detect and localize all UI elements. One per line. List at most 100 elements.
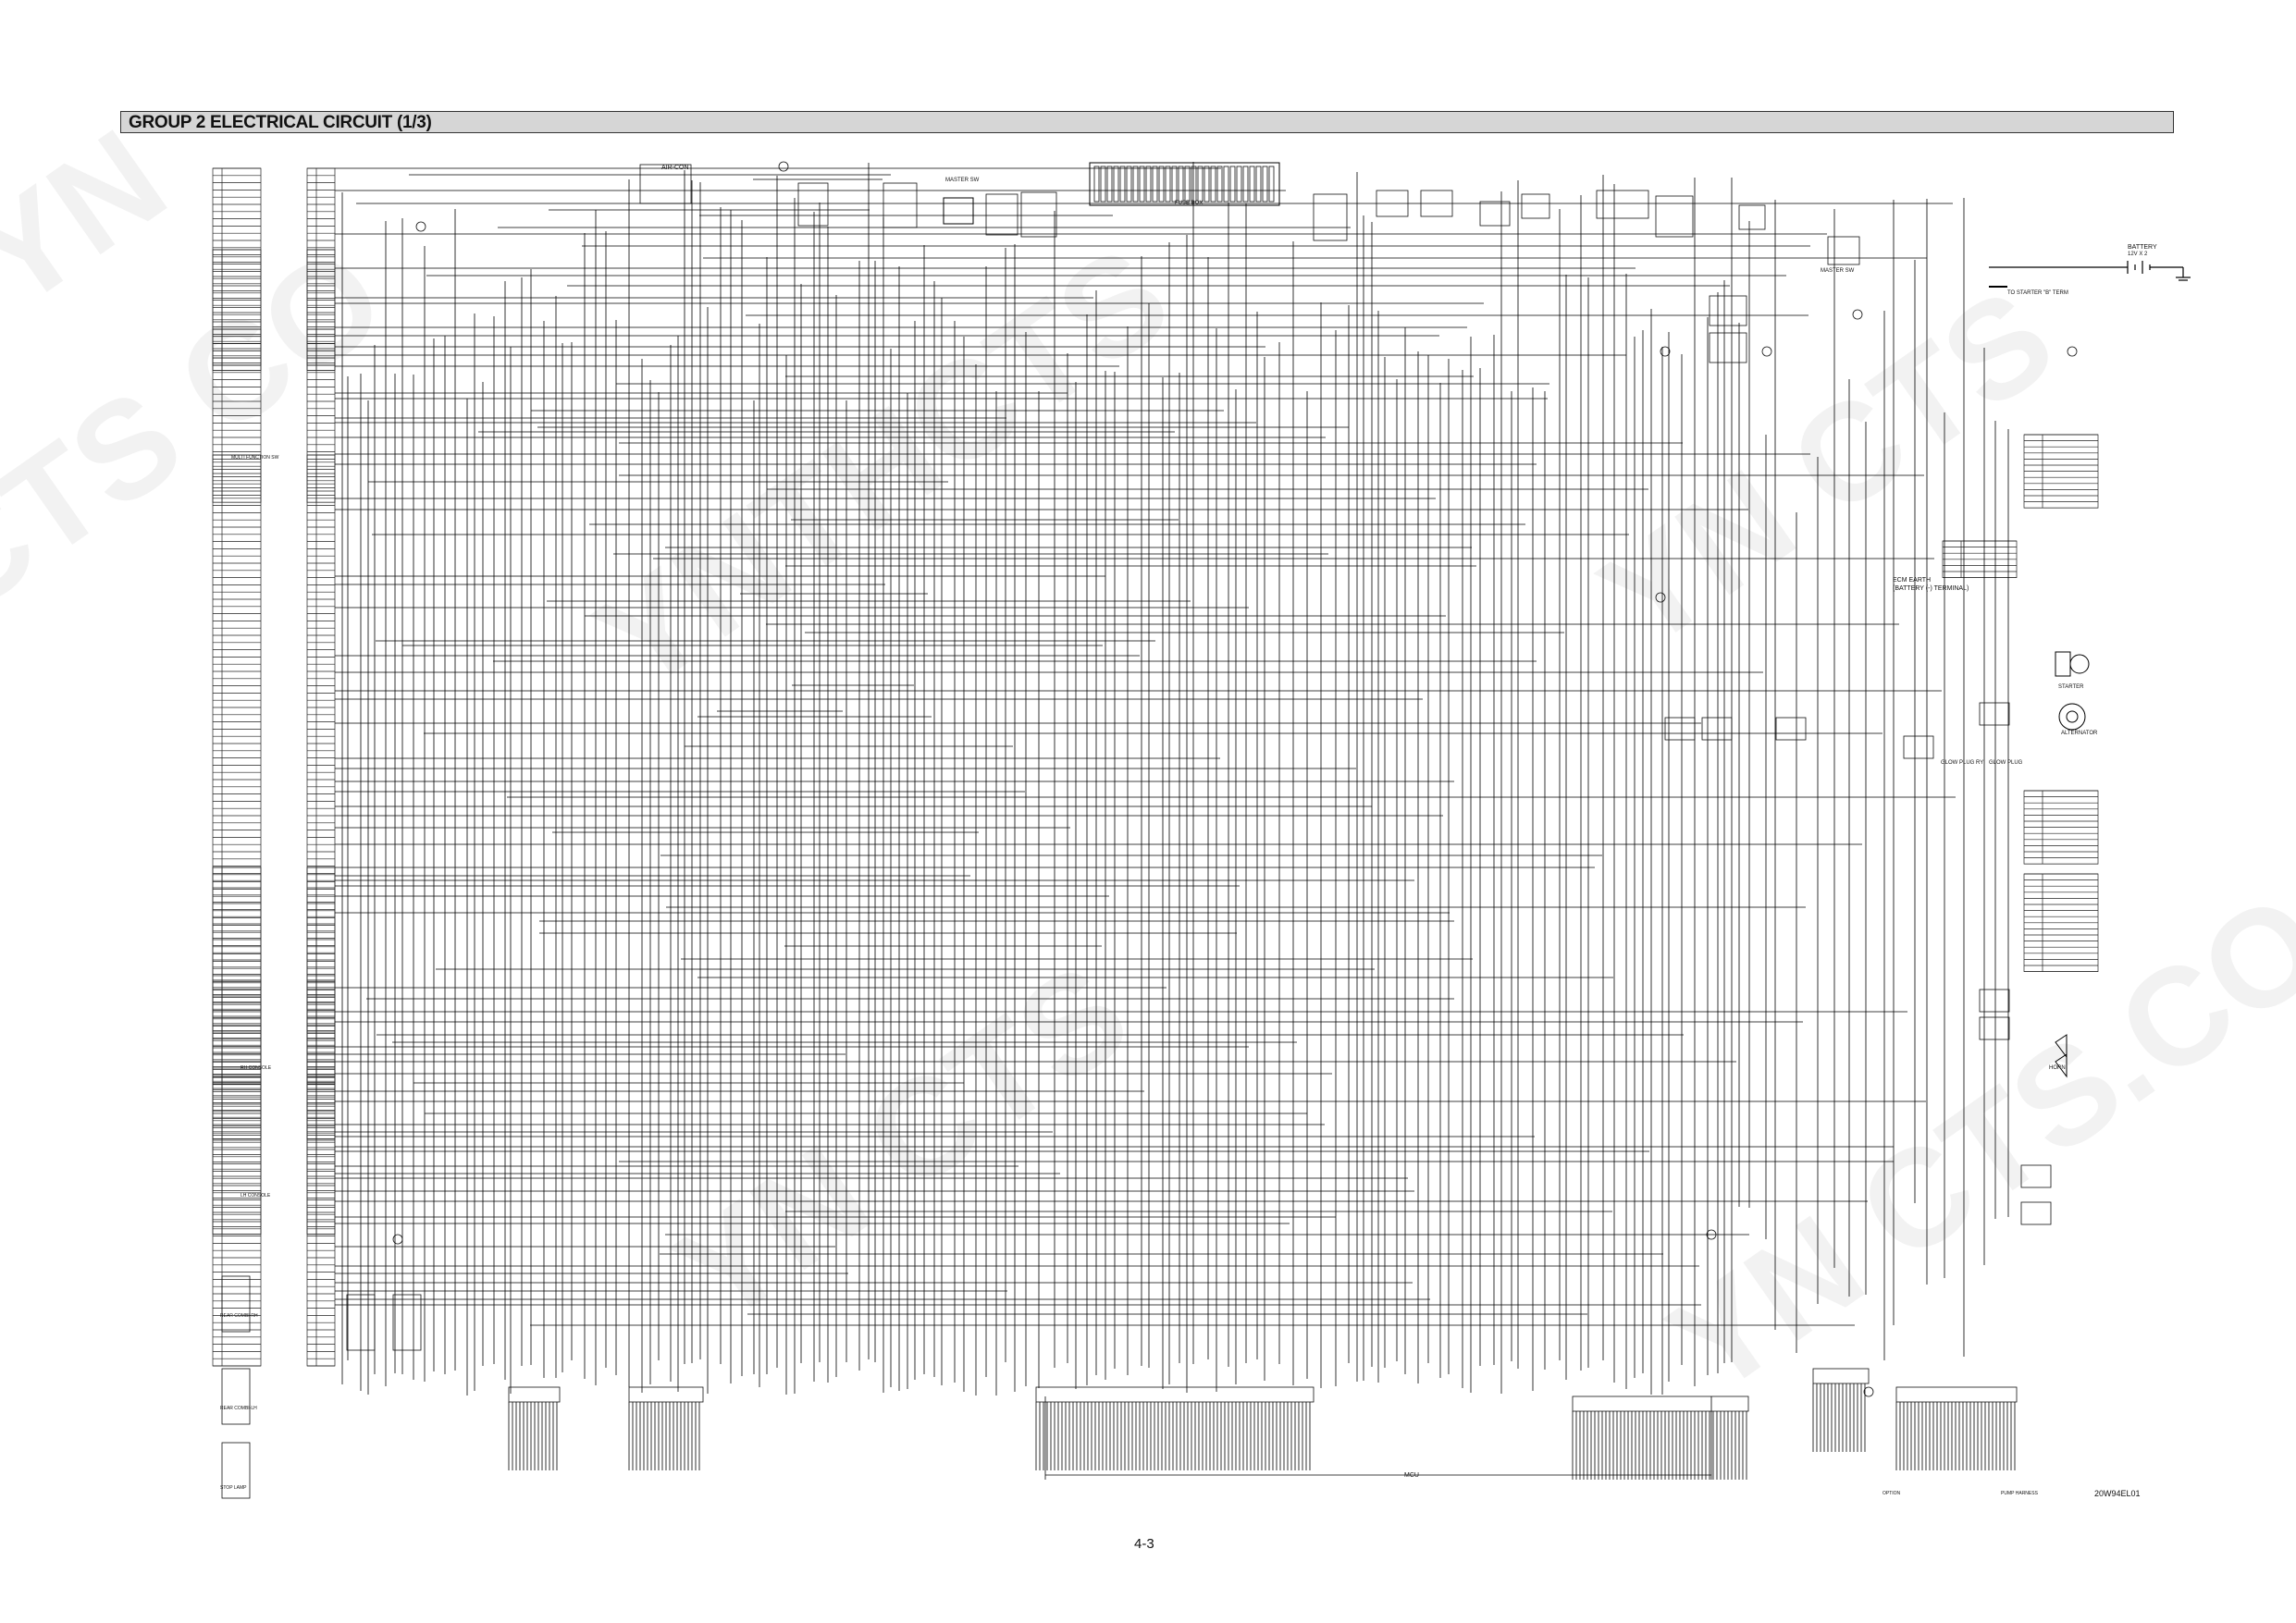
switch-block bbox=[1979, 989, 2010, 1013]
ground-terminal bbox=[2067, 346, 2078, 357]
fuse-cell bbox=[1204, 166, 1210, 203]
bottom-connector bbox=[1812, 1368, 1870, 1384]
ground-terminal bbox=[1761, 346, 1772, 357]
fuse-cell bbox=[1178, 166, 1184, 203]
switch-block bbox=[1701, 717, 1733, 741]
fuse-cell bbox=[1165, 166, 1171, 203]
fuse-cell bbox=[1210, 166, 1216, 203]
component-block bbox=[1596, 190, 1649, 219]
component-block bbox=[1420, 190, 1453, 217]
component-blocks bbox=[221, 161, 2078, 1499]
component-block bbox=[1376, 190, 1409, 217]
component-block bbox=[1479, 201, 1511, 227]
fuse-cell bbox=[1197, 166, 1204, 203]
page-number: 4-3 bbox=[1134, 1536, 1154, 1552]
aircon-label: AIR-CON bbox=[661, 165, 689, 171]
connector-tables bbox=[212, 167, 2099, 1367]
master-sw-label-2: MASTER SW bbox=[1821, 268, 1855, 274]
ground-terminal bbox=[1655, 592, 1666, 603]
component-block bbox=[639, 164, 692, 204]
pump-harness-label: PUMP HARNESS bbox=[2001, 1491, 2038, 1496]
component-block bbox=[1020, 191, 1057, 238]
page-header: GROUP 2 ELECTRICAL CIRCUIT (1/3) bbox=[120, 111, 2174, 133]
switch-block bbox=[1903, 735, 1934, 759]
bottom-connector bbox=[508, 1386, 561, 1403]
fuse-cell bbox=[1100, 166, 1106, 203]
glow-plug-label: GLOW PLUG bbox=[1989, 760, 2023, 766]
stop-lamp-label: STOP LAMP bbox=[220, 1485, 247, 1491]
component-block bbox=[1313, 193, 1348, 241]
fuse-cell bbox=[1119, 166, 1126, 203]
component-block bbox=[1655, 195, 1694, 238]
fuse-cell bbox=[1236, 166, 1242, 203]
fuse-cell bbox=[1268, 166, 1275, 203]
fuse-cell bbox=[1126, 166, 1132, 203]
ground-terminal bbox=[778, 161, 789, 172]
component-block bbox=[883, 182, 918, 228]
fuse-cell bbox=[1249, 166, 1255, 203]
fuse-box-outline bbox=[1089, 162, 1280, 206]
switch-block bbox=[1664, 717, 1696, 741]
fuse-cell bbox=[1171, 166, 1178, 203]
horn-label: HORN bbox=[2049, 1065, 2066, 1071]
master-switch-outline bbox=[943, 197, 974, 225]
fuse-cell bbox=[1216, 166, 1223, 203]
lamp-block bbox=[221, 1442, 251, 1499]
fuse-cell bbox=[1191, 166, 1197, 203]
drawing-id: 20W94EL01 bbox=[2094, 1489, 2141, 1498]
to-starter-label: TO STARTER "B" TERM bbox=[2007, 290, 2068, 296]
vertical-wires bbox=[341, 162, 2016, 1480]
fuse-cell bbox=[1145, 166, 1152, 203]
switch-block bbox=[2020, 1201, 2052, 1225]
fuse-cell bbox=[1132, 166, 1139, 203]
mcu-label: MCU bbox=[1404, 1472, 1419, 1479]
fuse-cell bbox=[1184, 166, 1191, 203]
multi-function-sw-label: MULTI FUNCTION SW bbox=[231, 455, 279, 461]
rh-console-label: RH CONSOLE bbox=[241, 1065, 272, 1071]
fuse-box-label: FUSE BOX bbox=[1175, 201, 1204, 206]
lh-console-label: LH CONSOLE bbox=[241, 1193, 271, 1199]
switch-block bbox=[1979, 1016, 2010, 1040]
lamp-block bbox=[392, 1294, 422, 1351]
fuse-cell bbox=[1106, 166, 1113, 203]
ground-terminal bbox=[1863, 1386, 1874, 1397]
switch-block bbox=[2020, 1164, 2052, 1188]
rear-combi-rh-label: REAR COMBI-RH bbox=[220, 1313, 258, 1319]
switch-block bbox=[1979, 702, 2010, 726]
ground-terminal bbox=[1660, 346, 1671, 357]
ground-terminal bbox=[1706, 1229, 1717, 1240]
fuse-cell bbox=[1158, 166, 1165, 203]
component-block bbox=[1738, 204, 1766, 230]
component-block bbox=[985, 193, 1018, 236]
ground-terminal bbox=[415, 221, 426, 232]
mcu-bracket bbox=[1044, 1396, 1712, 1480]
glow-plug-ry-label: GLOW PLUG RY bbox=[1941, 760, 1984, 766]
bottom-connector bbox=[1572, 1396, 1749, 1412]
lamp-block bbox=[346, 1294, 376, 1351]
component-block bbox=[1827, 236, 1860, 265]
fuse-cell bbox=[1139, 166, 1145, 203]
component-block bbox=[1709, 332, 1747, 363]
horn-symbol bbox=[2055, 1034, 2068, 1078]
bottom-connector bbox=[628, 1386, 704, 1403]
lamp-block bbox=[221, 1368, 251, 1425]
bottom-connector bbox=[1035, 1386, 1315, 1403]
fuse-cell bbox=[1113, 166, 1119, 203]
horizontal-wires bbox=[335, 167, 1956, 1326]
page-title: GROUP 2 ELECTRICAL CIRCUIT (1/3) bbox=[129, 113, 432, 132]
bottom-connector bbox=[1895, 1386, 2018, 1403]
fuse-cell bbox=[1242, 166, 1249, 203]
fuse-cell bbox=[1152, 166, 1158, 203]
master-sw-label: MASTER SW bbox=[945, 178, 980, 183]
option-label: OPTION bbox=[1882, 1491, 1901, 1496]
alternator-symbol bbox=[2058, 703, 2086, 731]
component-block bbox=[1709, 295, 1747, 326]
starter-label: STARTER bbox=[2058, 684, 2084, 690]
component-block bbox=[1521, 193, 1550, 219]
battery-spec-label: 12V X 2 bbox=[2128, 252, 2148, 257]
switch-block bbox=[1775, 717, 1807, 741]
alternator-label: ALTERNATOR bbox=[2061, 731, 2098, 736]
starter-symbol bbox=[2055, 651, 2090, 677]
fuse-cell bbox=[1262, 166, 1268, 203]
